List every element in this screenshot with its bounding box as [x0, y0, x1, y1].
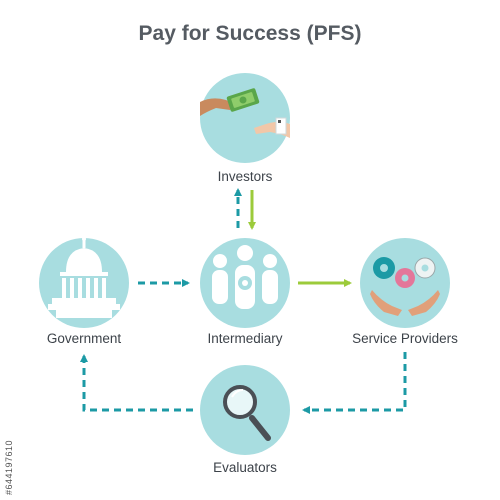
capitol-building-icon: [48, 237, 120, 318]
people-gear-icon: [212, 243, 278, 311]
gears-hands-icon: [370, 257, 440, 316]
service-providers-label: Service Providers: [352, 331, 458, 346]
page-title: Pay for Success (PFS): [138, 22, 362, 45]
investors-label: Investors: [217, 169, 273, 184]
government-label: Government: [46, 331, 122, 346]
arrow-evaluators-to-government: [80, 354, 193, 412]
money-exchange-icon: [200, 88, 290, 138]
investors-circle: [200, 73, 290, 163]
stock-id-watermark: #644197610: [4, 439, 14, 495]
magnifying-glass-icon: [223, 385, 271, 441]
evaluators-label: Evaluators: [213, 460, 277, 475]
arrow-service-providers-to-evaluators: [302, 352, 407, 414]
intermediary-label: Intermediary: [207, 331, 283, 346]
